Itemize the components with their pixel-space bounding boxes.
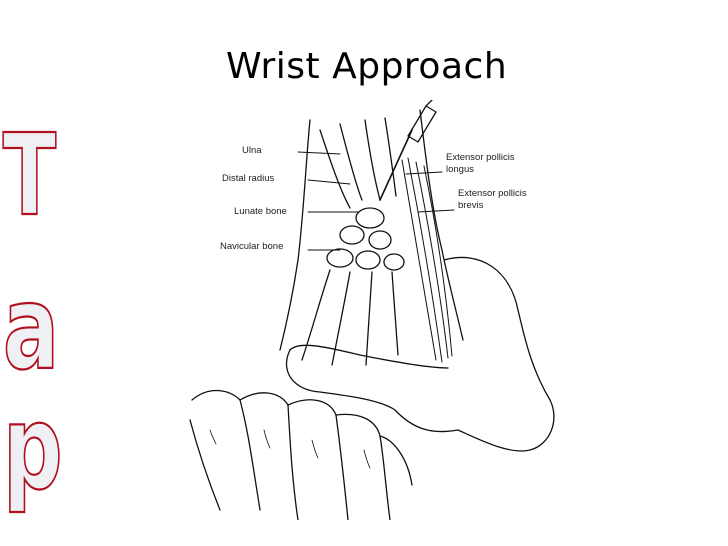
- label-navicular-bone: Navicular bone: [220, 241, 284, 252]
- label-epb-line2: brevis: [458, 200, 484, 211]
- wordart-letter-t: T: [3, 110, 57, 241]
- wordart-tap: T a p: [2, 109, 64, 517]
- label-epb-line1: Extensor pollicis: [458, 188, 527, 199]
- wordart-letter-a: a: [3, 260, 59, 395]
- label-epl-line2: longus: [446, 164, 474, 175]
- label-epl-line1: Extensor pollicis: [446, 152, 515, 163]
- wrist-illustration: [189, 100, 555, 520]
- slide-title: Wrist Approach: [226, 46, 508, 87]
- label-ulna: Ulna: [242, 145, 262, 156]
- label-distal-radius: Distal radius: [222, 173, 275, 184]
- label-lunate-bone: Lunate bone: [234, 206, 287, 217]
- wordart-letter-p: p: [3, 380, 63, 515]
